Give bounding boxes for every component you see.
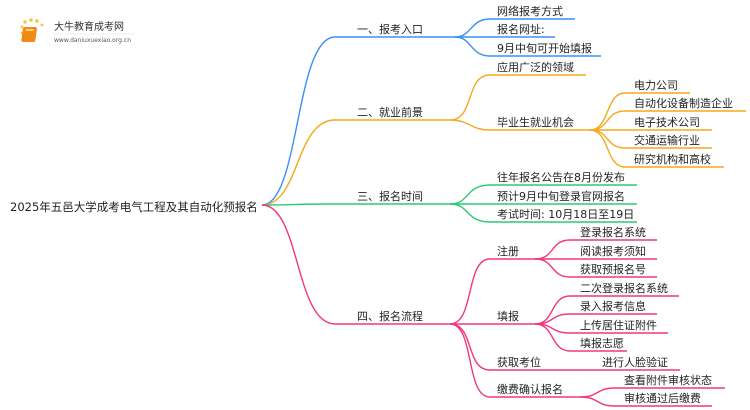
node[interactable]: 查看附件审核状态 <box>624 373 712 387</box>
node[interactable]: 毕业生就业机会 <box>497 115 574 129</box>
node[interactable]: 电力公司 <box>634 79 678 92</box>
node[interactable]: 获取考位 <box>497 355 541 369</box>
node[interactable]: 报名网址: <box>497 22 545 36</box>
node[interactable]: 9月中旬可开始填报 <box>497 41 592 55</box>
node[interactable]: 应用广泛的领域 <box>497 60 574 74</box>
branch-label[interactable]: 四、报名流程 <box>357 309 423 323</box>
node[interactable]: 网络报考方式 <box>497 4 563 18</box>
node[interactable]: 电子技术公司 <box>634 116 700 129</box>
node[interactable]: 交通运输行业 <box>634 133 700 147</box>
node[interactable]: 缴费确认报名 <box>497 382 563 396</box>
node[interactable]: 预计9月中旬登录官网报名 <box>497 189 625 203</box>
logo-name: 大牛教育成考网 <box>54 20 124 33</box>
node[interactable]: 阅读报考须知 <box>580 244 646 258</box>
branch-label[interactable]: 一、报考入口 <box>357 22 423 36</box>
node[interactable]: 研究机构和高校 <box>634 152 711 166</box>
node[interactable]: 进行人脸验证 <box>602 355 668 369</box>
logo-url: www.daniuxuexiao.org.cn <box>54 37 131 44</box>
node[interactable]: 自动化设备制造企业 <box>634 96 733 110</box>
logo: 大牛教育成考网 www.daniuxuexiao.org.cn <box>20 18 135 44</box>
node[interactable]: 登录报名系统 <box>580 225 646 239</box>
node[interactable]: 获取预报名号 <box>580 262 646 276</box>
branch-label[interactable]: 三、报名时间 <box>357 189 423 203</box>
node[interactable]: 审核通过后缴费 <box>624 391 701 405</box>
node[interactable]: 录入报考信息 <box>580 299 646 313</box>
node[interactable]: 二次登录报名系统 <box>580 281 668 295</box>
node[interactable]: 填报 <box>497 309 519 323</box>
node[interactable]: 往年报名公告在8月份发布 <box>497 170 625 184</box>
node[interactable]: 注册 <box>497 244 519 258</box>
book-icon <box>20 18 44 42</box>
branch-label[interactable]: 二、就业前景 <box>357 105 423 119</box>
node[interactable]: 上传居住证附件 <box>580 318 657 332</box>
node[interactable]: 考试时间: 10月18日至19日 <box>497 208 634 221</box>
node[interactable]: 填报志愿 <box>580 336 624 350</box>
root-topic[interactable]: 2025年五邑大学成考电气工程及其自动化预报名 <box>10 200 258 214</box>
